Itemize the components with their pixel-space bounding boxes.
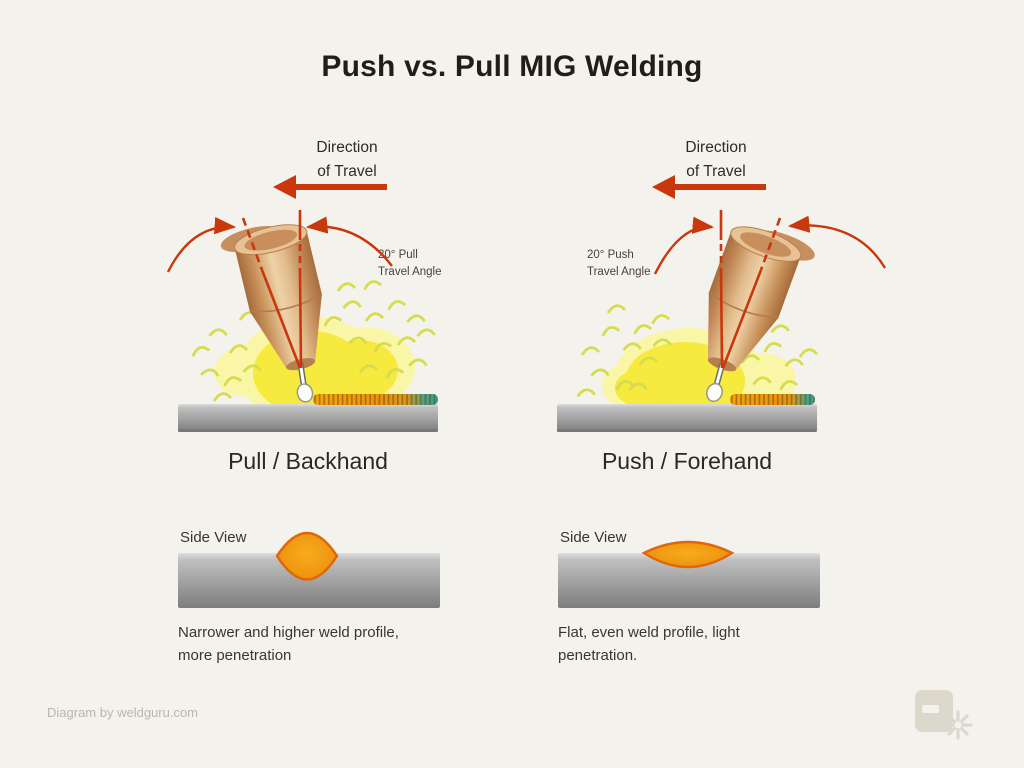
direction-arrow-push <box>652 175 766 199</box>
angle-arc-arrows <box>653 215 887 275</box>
plate-bottom-edge <box>178 429 438 432</box>
side-view-push <box>558 540 820 608</box>
spark-center <box>954 721 962 729</box>
torch-scene-push <box>557 210 887 432</box>
angle-arc-arrows <box>166 216 393 273</box>
arrow-shaft <box>672 184 766 190</box>
angle-lines <box>719 210 782 369</box>
description-pull: Narrower and higher weld profile, more p… <box>178 624 399 664</box>
travel-angle-label-push: 20° Push Travel Angle <box>587 249 651 278</box>
direction-of-travel-label-pull: Direction of Travel <box>316 139 378 181</box>
weldguru-logo-icon <box>915 690 973 740</box>
credit-text: Diagram by weldguru.com <box>47 705 199 720</box>
caption-push: Push / Forehand <box>601 448 773 474</box>
side-view-label-push: Side View <box>560 529 627 546</box>
description-push: Flat, even weld profile, light penetrati… <box>558 624 740 664</box>
direction-of-travel-label-push: Direction of Travel <box>685 139 747 181</box>
caption-pull: Pull / Backhand <box>228 448 388 474</box>
left-arrow-head-icon <box>652 175 675 199</box>
weld-bead <box>730 394 815 405</box>
side-view-plate <box>558 553 820 608</box>
angle-lines <box>241 210 303 369</box>
weld-profile-pull <box>275 531 339 581</box>
direction-arrow-pull <box>273 175 387 199</box>
torch-scene-pull <box>166 210 438 432</box>
travel-angle-label-pull: 20° Pull Travel Angle <box>378 249 442 278</box>
arrow-shaft <box>293 184 387 190</box>
plate-bottom-edge <box>557 429 817 432</box>
weld-bead <box>313 394 438 405</box>
workpiece-plate <box>178 404 438 432</box>
side-view-label-pull: Side View <box>180 529 247 546</box>
helmet-visor <box>922 705 939 713</box>
page-title: Push vs. Pull MIG Welding <box>321 50 703 83</box>
workpiece-plate <box>557 404 817 432</box>
side-view-pull <box>178 531 440 608</box>
weld-profile-push <box>641 540 735 569</box>
left-arrow-head-icon <box>273 175 296 199</box>
